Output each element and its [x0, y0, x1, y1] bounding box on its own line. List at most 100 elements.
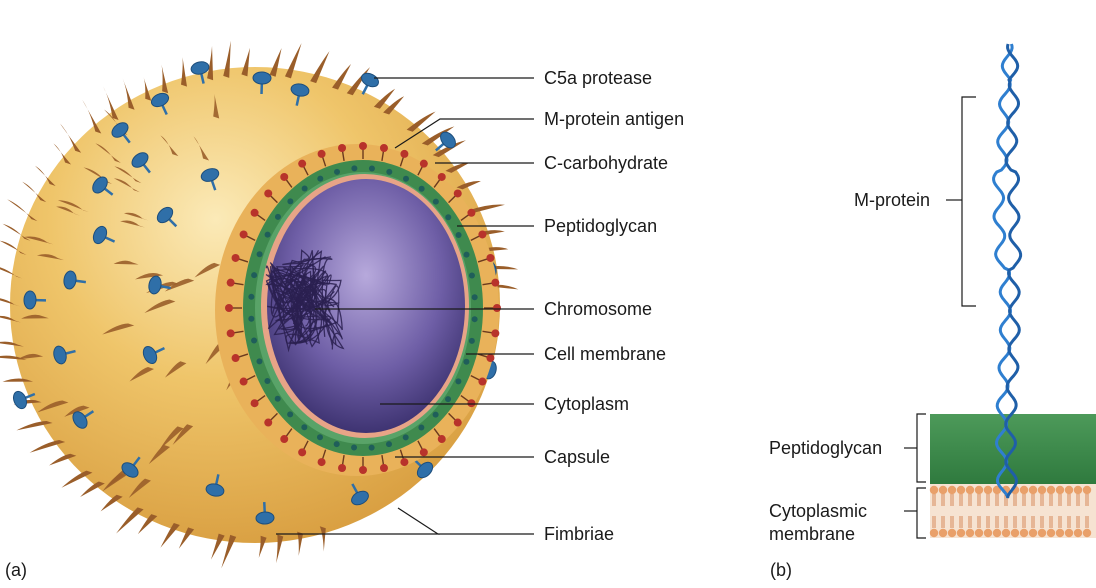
- lipid-head: [1083, 486, 1091, 494]
- label-m-protein-antigen: M-protein antigen: [544, 109, 684, 130]
- carbohydrate-dot: [302, 186, 308, 192]
- bracket-peptidoglycan: [917, 414, 926, 482]
- carbohydrate-dot: [369, 165, 375, 171]
- lipid-head: [957, 529, 965, 537]
- lipid-head: [1065, 486, 1073, 494]
- lipid-head: [966, 486, 974, 494]
- fimbria: [207, 46, 213, 80]
- label-chromosome: Chromosome: [544, 299, 652, 320]
- panel-a-letter: (a): [5, 560, 27, 581]
- lipid-head: [1002, 529, 1010, 537]
- carbohydrate-dot: [248, 316, 254, 322]
- carbohydrate-dot: [287, 198, 293, 204]
- label-c-carbohydrate: C-carbohydrate: [544, 153, 668, 174]
- carbohydrate-dot: [257, 251, 263, 257]
- m-protein-antigen: [298, 160, 306, 168]
- m-protein-antigen: [420, 160, 428, 168]
- carbohydrate-dot: [464, 252, 470, 258]
- m-protein-antigen: [251, 209, 259, 217]
- lipid-head: [948, 529, 956, 537]
- fimbria: [181, 57, 187, 86]
- lipid-head: [1083, 529, 1091, 537]
- bracket-m-protein: [962, 97, 976, 306]
- carbohydrate-dot: [445, 396, 451, 402]
- carbohydrate-dot: [369, 445, 375, 451]
- carbohydrate-dot: [472, 294, 478, 300]
- m-protein-antigen: [240, 378, 248, 386]
- fimbria: [297, 532, 303, 556]
- m-protein-antigen: [400, 458, 408, 466]
- protease-head: [359, 71, 380, 90]
- carbohydrate-dot: [433, 412, 439, 418]
- carbohydrate-dot: [418, 424, 424, 430]
- lipid-head: [1047, 529, 1055, 537]
- lipid-head: [1065, 529, 1073, 537]
- m-protein-antigen: [491, 279, 499, 287]
- m-protein-antigen: [400, 150, 408, 158]
- m-protein-antigen: [280, 435, 288, 443]
- carbohydrate-dot: [251, 272, 257, 278]
- lipid-head: [1056, 529, 1064, 537]
- m-protein-antigen: [493, 304, 501, 312]
- m-protein-antigen: [491, 329, 499, 337]
- m-protein-antigen: [380, 464, 388, 472]
- m-protein-antigen: [225, 304, 233, 312]
- lipid-head: [975, 486, 983, 494]
- m-protein-antigen: [232, 254, 240, 262]
- carbohydrate-dot: [248, 294, 254, 300]
- label-m-protein: M-protein: [854, 190, 930, 211]
- lipid-head: [1029, 529, 1037, 537]
- carbohydrate-dot: [456, 232, 462, 238]
- m-protein-antigen: [280, 173, 288, 181]
- m-protein-antigen: [478, 378, 486, 386]
- lipid-head: [1056, 486, 1064, 494]
- lipid-head: [957, 486, 965, 494]
- label-cytoplasm: Cytoplasm: [544, 394, 629, 415]
- lipid-head: [1074, 486, 1082, 494]
- bracket-membrane: [917, 488, 926, 538]
- carbohydrate-dot: [351, 165, 357, 171]
- lipid-head: [948, 486, 956, 494]
- lipid-head: [975, 529, 983, 537]
- lipid-head: [1029, 486, 1037, 494]
- lipid-head: [984, 529, 992, 537]
- carbohydrate-dot: [275, 214, 281, 220]
- carbohydrate-dot: [251, 337, 257, 343]
- m-protein-antigen: [454, 189, 462, 197]
- m-protein-antigen: [454, 419, 462, 427]
- m-protein-antigen: [438, 435, 446, 443]
- lipid-head: [939, 529, 947, 537]
- lipid-head: [930, 529, 938, 537]
- label-cell-membrane: Cell membrane: [544, 344, 666, 365]
- carbohydrate-dot: [301, 424, 307, 430]
- carbohydrate-dot: [472, 316, 478, 322]
- lipid-head: [966, 529, 974, 537]
- carbohydrate-dot: [334, 441, 340, 447]
- protease-head: [11, 389, 29, 410]
- carbohydrate-dot: [351, 445, 357, 451]
- carbohydrate-dot: [256, 358, 262, 364]
- m-protein-antigen: [338, 464, 346, 472]
- carbohydrate-dot: [275, 396, 281, 402]
- lipid-head: [984, 486, 992, 494]
- m-protein-antigen: [298, 448, 306, 456]
- m-protein-antigen: [318, 150, 326, 158]
- carbohydrate-dot: [463, 359, 469, 365]
- carbohydrate-dot: [433, 199, 439, 205]
- carbohydrate-dot: [469, 273, 475, 279]
- m-protein-antigen: [380, 144, 388, 152]
- lipid-head: [1047, 486, 1055, 494]
- label-c5a-protease: C5a protease: [544, 68, 652, 89]
- m-protein-antigen: [227, 279, 235, 287]
- m-protein-antigen: [478, 230, 486, 238]
- m-protein-antigen: [486, 254, 494, 262]
- lipid-head: [1020, 486, 1028, 494]
- carbohydrate-dot: [265, 232, 271, 238]
- m-protein-antigen: [251, 399, 259, 407]
- carbohydrate-dot: [445, 214, 451, 220]
- label-fimbriae: Fimbriae: [544, 524, 614, 545]
- m-protein-antigen: [264, 419, 272, 427]
- label-capsule: Capsule: [544, 447, 610, 468]
- carbohydrate-dot: [386, 441, 392, 447]
